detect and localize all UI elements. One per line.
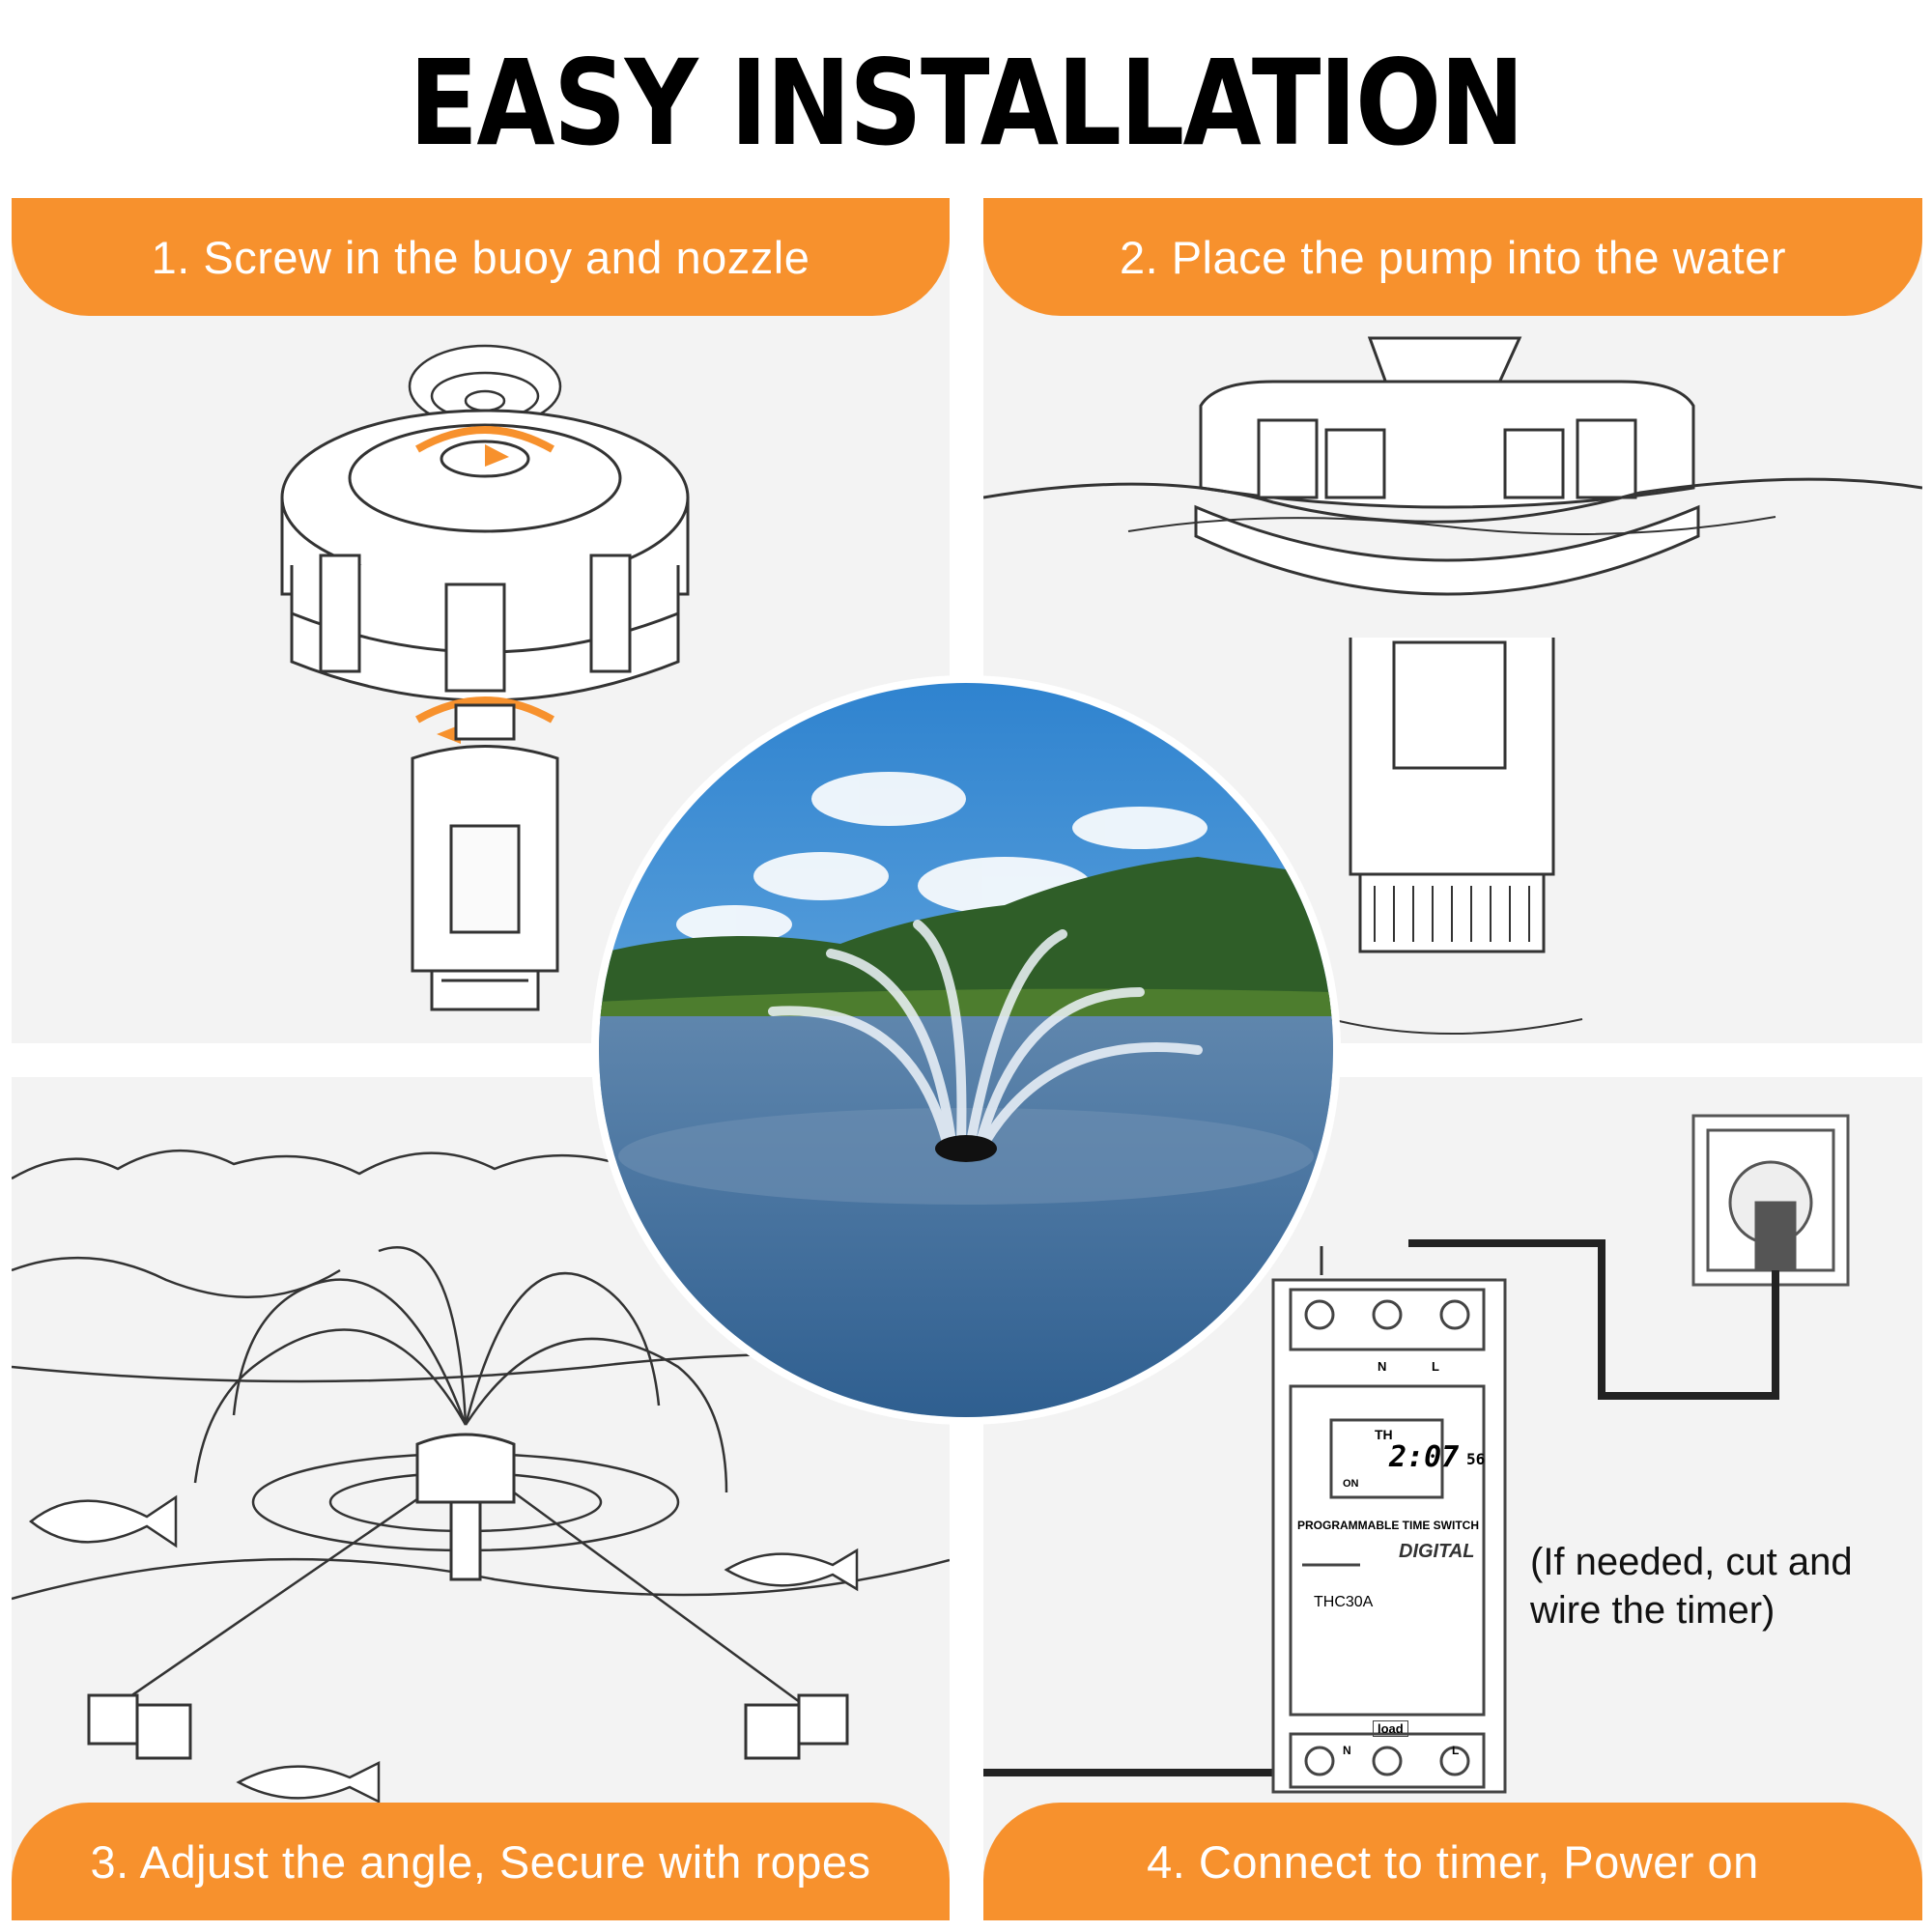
step-4-panel: TH 2:07 56 ON PROGRAMMABLE TIME SWITCH D… <box>983 1077 1922 1920</box>
pump-icon <box>449 1500 482 1581</box>
timer-time-display: 2:07 <box>1389 1440 1460 1474</box>
buoy-icon <box>415 1433 516 1504</box>
timer-th-label: TH <box>1375 1427 1393 1442</box>
fountain-photo <box>599 683 1333 1417</box>
nozzle-icon <box>408 344 562 429</box>
step-2-panel: 2. Place the pump into the water <box>983 198 1922 1043</box>
fish-icon <box>28 1494 178 1548</box>
pump-in-water-illustration <box>983 336 1922 1035</box>
timer-wiring-note: (If needed, cut and wire the timer) <box>1530 1538 1853 1634</box>
fish-icon <box>724 1548 859 1592</box>
fountain-ropes-illustration <box>12 1140 950 1804</box>
timer-n-bottom: N <box>1343 1744 1351 1757</box>
timer-note-line-2: wire the timer) <box>1530 1589 1776 1632</box>
timer-brand-line: PROGRAMMABLE TIME SWITCH <box>1297 1519 1479 1532</box>
buoy-icon <box>1199 380 1695 509</box>
timer-seconds-display: 56 <box>1466 1450 1486 1468</box>
buoy-icon <box>280 409 690 702</box>
wall-socket-icon <box>1691 1114 1850 1287</box>
pump-icon <box>411 703 559 1011</box>
page-title: EASY INSTALLATION <box>409 35 1524 172</box>
step-1-panel: 1. Screw in the buoy and nozzle <box>12 198 950 1043</box>
timer-load-label: load <box>1373 1720 1408 1737</box>
timer-l-bottom: L <box>1452 1744 1460 1757</box>
fountain-photo-scene <box>599 683 1333 1417</box>
timer-note-line-1: (If needed, cut and <box>1530 1541 1853 1583</box>
step-2-banner: 2. Place the pump into the water <box>983 198 1922 316</box>
timer-n-top: N <box>1378 1359 1387 1374</box>
floating-fountain-icon <box>935 1135 997 1162</box>
buoy-nozzle-illustration <box>280 344 690 1011</box>
timer-digital-label: DIGITAL <box>1399 1541 1475 1562</box>
timer-model-label: THC30A <box>1314 1594 1374 1610</box>
timer-on-label: ON <box>1343 1478 1359 1490</box>
anchor-block-icon <box>87 1693 139 1746</box>
fountain-spray-icon <box>768 920 1203 1147</box>
step-4-banner: 4. Connect to timer, Power on <box>983 1803 1922 1920</box>
timer-l-top: L <box>1432 1359 1439 1374</box>
fish-icon <box>236 1760 381 1804</box>
step-1-banner: 1. Screw in the buoy and nozzle <box>12 198 950 316</box>
step-3-banner: 3. Adjust the angle, Secure with ropes <box>12 1803 950 1920</box>
anchor-block-icon <box>744 1703 801 1760</box>
